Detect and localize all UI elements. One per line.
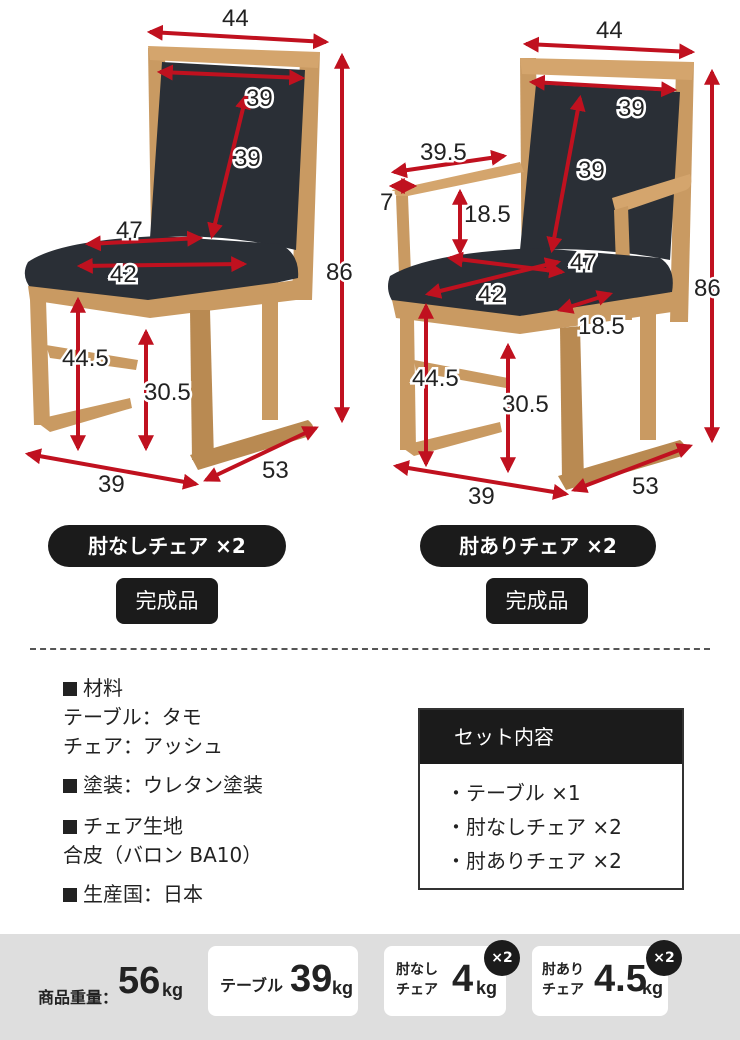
right-dim-arm-length: 39.5 — [420, 139, 467, 166]
armless-weight-card: 肘なし チェア 4 kg — [384, 946, 506, 1016]
table-weight-card: テーブル 39 kg — [208, 946, 358, 1016]
arm-assembled-tag: 完成品 — [486, 578, 588, 624]
armless-weight-label-1: 肘なし — [396, 962, 438, 978]
origin-text: 生産国：日本 — [83, 882, 203, 906]
finish-text: 塗装：ウレタン塗装 — [83, 773, 263, 797]
arm-weight-value: 4.5 — [594, 958, 647, 1000]
table-weight-unit: kg — [332, 978, 354, 998]
right-dim-seat-height: 44.5 — [412, 365, 459, 392]
armless-chair-label: 肘なしチェア ×2 — [48, 525, 286, 567]
left-dim-under-seat: 30.5 — [144, 379, 191, 406]
armless-weight-label-2: チェア — [396, 982, 438, 998]
fabric-title-text: チェア生地 — [83, 814, 183, 838]
bullet-square — [63, 888, 77, 902]
total-weight-value: 56 — [118, 960, 161, 1002]
left-dim-base-depth: 53 — [262, 457, 289, 484]
right-dim-arm-height: 18.5 — [464, 201, 511, 228]
right-dim-back-width: 39 — [618, 95, 645, 122]
armless-count-badge: ×2 — [484, 940, 520, 976]
armless-weight-label: 肘なし チェア — [396, 960, 438, 1000]
fabric-title: チェア生地 — [63, 812, 183, 840]
armless-assembled-tag: 完成品 — [116, 578, 218, 624]
armless-chair-drawing — [24, 46, 320, 470]
set-contents-box: セット内容 ・テーブル ×1 ・肘なしチェア ×2 ・肘ありチェア ×2 — [418, 708, 684, 890]
arm-weight-label-2: チェア — [542, 982, 584, 998]
arm-weight-card: 肘あり チェア 4.5 kg — [532, 946, 668, 1016]
bullet-square — [63, 820, 77, 834]
right-dim-total-height: 86 — [694, 275, 721, 302]
arm-weight-label: 肘あり チェア — [542, 960, 584, 1000]
arm-chair-label: 肘ありチェア ×2 — [420, 525, 656, 567]
left-dim-seat-width: 42 — [110, 261, 137, 288]
table-weight-value: 39 — [290, 958, 333, 1000]
armless-weight-value: 4 — [452, 958, 474, 1000]
right-dim-under-seat: 30.5 — [502, 391, 549, 418]
right-dim-arm-under: 18.5 — [578, 313, 625, 340]
right-dim-arm-width: 7 — [380, 189, 393, 216]
left-dim-back-height: 39 — [234, 145, 261, 172]
left-dim-total-height: 86 — [326, 259, 353, 286]
set-item: ・テーブル ×1 — [446, 781, 581, 805]
right-dim-back-height: 39 — [578, 157, 605, 184]
material-table: テーブル：タモ — [63, 705, 202, 729]
left-dim-seat-height: 44.5 — [62, 345, 109, 372]
arm-count-badge: ×2 — [646, 940, 682, 976]
divider — [30, 648, 710, 650]
table-weight-label: テーブル — [220, 976, 284, 995]
bullet-square — [63, 779, 77, 793]
left-dimension-arrows — [24, 24, 350, 490]
left-dim-width-top: 44 — [222, 5, 249, 32]
right-dimension-arrows — [388, 36, 720, 500]
left-dim-base-width: 39 — [98, 471, 125, 498]
armless-weight-unit: kg — [476, 978, 498, 998]
bullet-square — [63, 682, 77, 696]
total-weight-unit: kg — [162, 980, 184, 1000]
set-item: ・肘ありチェア ×2 — [446, 849, 622, 873]
material-title: 材料 — [63, 674, 123, 702]
material-title-text: 材料 — [83, 676, 123, 700]
fabric-value: 合皮（バロン BA10） — [63, 843, 263, 867]
right-dim-seat-depth: 47 — [570, 249, 597, 276]
weight-label: 商品重量： — [38, 988, 119, 1007]
finish: 塗装：ウレタン塗装 — [63, 771, 263, 799]
right-dim-width-top: 44 — [596, 17, 623, 44]
set-item: ・肘なしチェア ×2 — [446, 815, 622, 839]
right-dim-base-width: 39 — [468, 483, 495, 510]
arm-weight-unit: kg — [642, 978, 664, 998]
right-dim-seat-width: 42 — [478, 281, 505, 308]
arm-chair-drawing — [388, 58, 694, 490]
origin: 生産国：日本 — [63, 880, 203, 908]
left-dim-seat-depth: 47 — [116, 217, 143, 244]
left-dim-back-width: 39 — [246, 85, 273, 112]
set-contents-title: セット内容 — [420, 710, 682, 764]
chair-illustrations: 44 39 39 47 42 44.5 30.5 86 39 53 44 39 … — [24, 5, 721, 510]
material-chair: チェア：アッシュ — [63, 734, 223, 758]
arm-weight-label-1: 肘あり — [542, 962, 584, 978]
right-dim-base-depth: 53 — [632, 473, 659, 500]
